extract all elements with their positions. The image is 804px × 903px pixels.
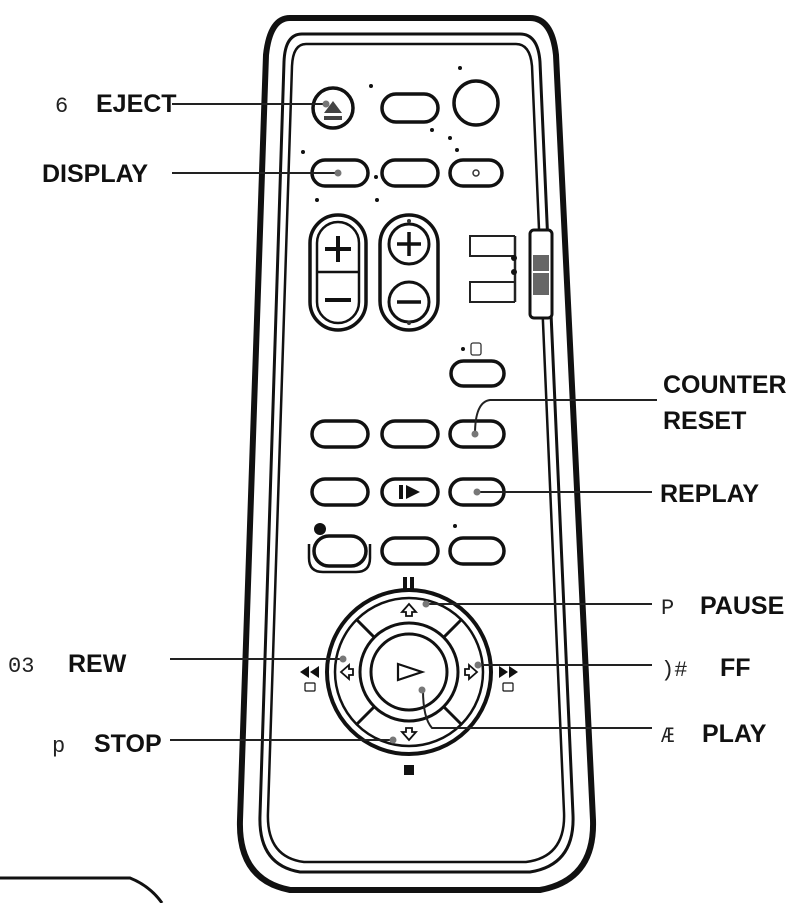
counter-label: COUNTER [663,371,787,399]
pause-label: PAUSE [700,592,784,620]
rew-code: 03 [8,654,34,679]
indicator-dot [455,148,459,152]
indicator-dot [374,175,378,179]
indicator-dot [458,66,462,70]
channel-rocker[interactable] [378,213,440,332]
eject-code: 6 [55,94,68,119]
pause-button[interactable] [400,602,418,617]
remote-body [236,15,597,893]
eject-button[interactable] [311,86,355,130]
rew-label: REW [68,650,127,678]
eject-label: EJECT [96,90,177,118]
reset-label: RESET [663,407,746,435]
play-button[interactable] [369,632,449,712]
indicator-dot [315,198,319,202]
play-code: Æ [661,724,674,749]
record-dot-icon [314,523,326,535]
play-triangle-icon [396,662,426,682]
rew-button[interactable] [339,663,354,681]
volume-rocker[interactable] [308,213,368,332]
power-button[interactable] [452,79,500,127]
switch-indicator [469,235,517,303]
side-switch[interactable] [528,228,554,320]
ff-code: )# [661,658,687,683]
ff-button[interactable] [464,663,479,681]
page-fragment-line [0,876,164,903]
fast-forward-icon [499,666,518,692]
stop-code: p [52,734,65,759]
indicator-dot [369,84,373,88]
row-c-button-2[interactable] [380,536,440,566]
display-label: DISPLAY [42,160,148,188]
slow-play-icon [399,485,420,499]
eject-icon [324,101,342,120]
rewind-icon [300,666,319,692]
row-b-button-1[interactable] [310,477,370,507]
record-button[interactable] [307,523,372,574]
indicator-dot [375,198,379,202]
row-c-button-3[interactable] [448,536,506,566]
stop-icon [404,765,414,775]
row-a-button-1[interactable] [310,419,370,449]
stop-button[interactable] [400,727,418,742]
slow-button[interactable] [380,477,440,507]
indicator-dot [453,524,457,528]
indicator-dot [448,136,452,140]
row-a-button-2[interactable] [380,419,440,449]
plus-icon [397,232,421,256]
stop-label: STOP [94,730,162,758]
row2-button-3[interactable] [448,158,504,188]
pause-code: P [661,596,674,621]
play-label: PLAY [702,720,767,748]
indicator-dot [301,150,305,154]
row2-button-2[interactable] [380,158,440,188]
pause-icon [403,577,414,589]
top-button-2[interactable] [380,92,440,124]
replay-label: REPLAY [660,480,759,508]
ff-label: FF [720,654,751,682]
indicator-dot [430,128,434,132]
leader-lines [170,100,657,744]
plus-icon [325,236,351,262]
timer-button[interactable] [449,342,506,388]
